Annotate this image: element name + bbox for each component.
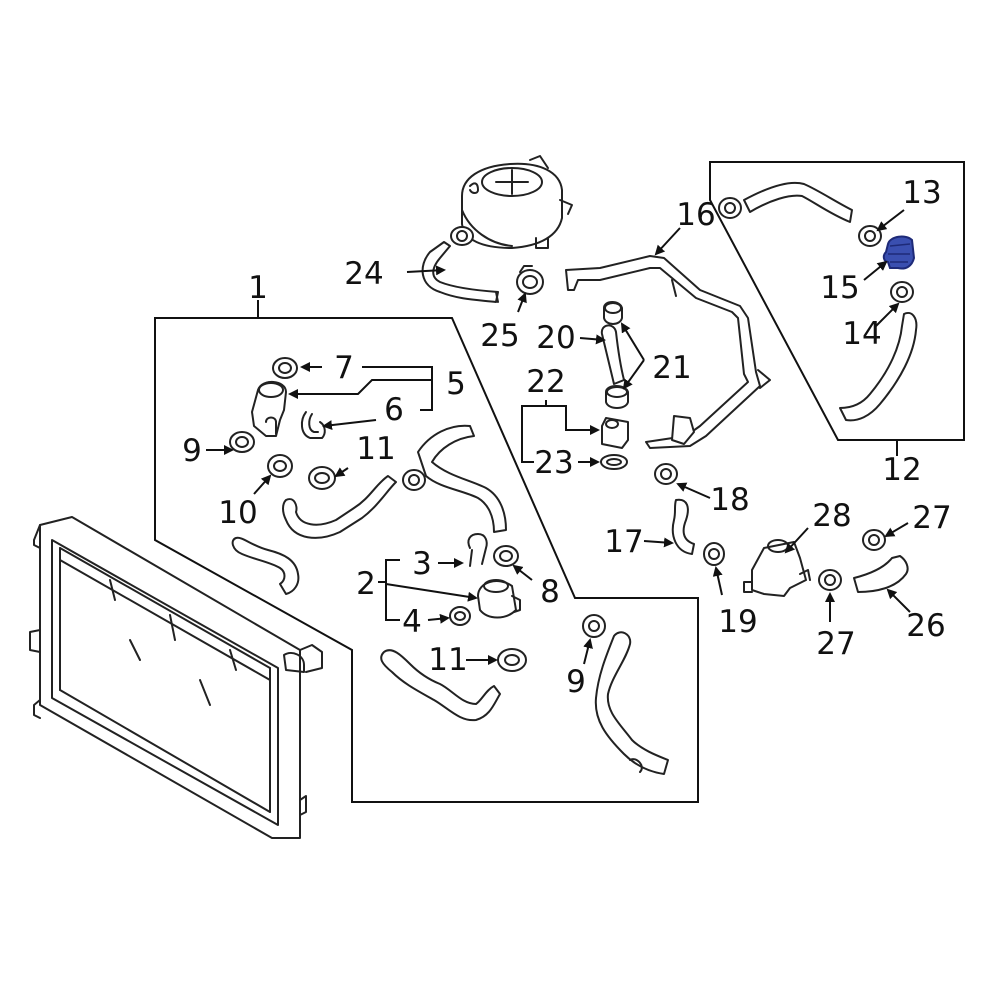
o-ring-4 [449, 606, 471, 626]
hose-26 [853, 555, 909, 593]
hose-right-box1 [417, 424, 507, 533]
hose-17 [671, 498, 695, 555]
callout-4: 4 [402, 604, 422, 640]
callout-16: 16 [676, 197, 715, 233]
callout-12: 12 [882, 452, 921, 488]
callout-18: 18 [710, 482, 749, 518]
hose-24 [421, 241, 499, 303]
hose-upper-12 [743, 181, 853, 223]
clamp-near-tank [450, 226, 474, 246]
connector-15-highlighted [882, 235, 916, 270]
callout-9-left: 9 [182, 433, 202, 469]
callout-1: 1 [248, 270, 268, 306]
callout-21: 21 [652, 350, 691, 386]
callout-3: 3 [412, 546, 432, 582]
callout-28: 28 [812, 498, 851, 534]
clamp-27-upper [862, 529, 886, 551]
callout-26: 26 [906, 608, 945, 644]
callout-17: 17 [604, 524, 643, 560]
callout-19: 19 [718, 604, 757, 640]
clamp-left-12 [718, 197, 742, 219]
callout-23: 23 [534, 445, 573, 481]
callout-11-upper: 11 [356, 431, 395, 467]
thermostat-28 [743, 539, 811, 597]
callout-27-lower: 27 [816, 626, 855, 662]
group-frame-12 [709, 161, 965, 441]
clamp-11-upper [308, 466, 336, 490]
leader-lines [206, 209, 911, 665]
clamp-18 [654, 463, 678, 485]
callout-15: 15 [820, 270, 859, 306]
clamp-10 [267, 454, 293, 478]
callout-labels: 1 2 3 4 5 6 7 8 9 9 10 11 11 12 13 14 15… [182, 175, 952, 700]
o-ring-7 [272, 357, 298, 379]
callout-10: 10 [218, 495, 257, 531]
fitting-22 [601, 417, 629, 449]
callout-20: 20 [536, 320, 575, 356]
pipe-16 [565, 255, 771, 449]
hose-box1-right [594, 631, 669, 775]
hose-lower-box1 [380, 649, 501, 722]
o-ring-23 [600, 454, 628, 470]
clamp-14 [890, 281, 914, 303]
callout-11-lower: 11 [428, 642, 467, 678]
radiator [29, 516, 323, 839]
clamp-25 [516, 265, 544, 295]
clamp-21-upper [603, 301, 623, 325]
callout-7: 7 [334, 350, 354, 386]
flange-5 [251, 381, 287, 437]
callout-22: 22 [526, 364, 565, 400]
clamp-27-lower [818, 569, 842, 591]
callout-25: 25 [480, 318, 519, 354]
callout-27-upper: 27 [912, 500, 951, 536]
hose-small-lower-left [231, 536, 300, 595]
group-frame-1 [154, 317, 699, 803]
hose-lower-12 [839, 312, 918, 422]
clamp-13 [858, 225, 882, 247]
flange-2 [477, 579, 521, 619]
hose-mid-box1 [282, 475, 397, 539]
clamp-box1-mid [402, 469, 426, 491]
callout-24: 24 [344, 256, 383, 292]
callout-14: 14 [842, 316, 881, 352]
hose-20 [600, 324, 625, 385]
clamp-9-upper [229, 431, 255, 453]
clamp-9-lower [582, 614, 606, 638]
callout-2: 2 [356, 566, 376, 602]
clamp-19 [703, 542, 725, 566]
clamp-8 [493, 545, 519, 567]
callout-6: 6 [384, 392, 404, 428]
callout-9-lower: 9 [566, 664, 586, 700]
clip-6 [300, 411, 326, 439]
clamp-11-lower [497, 648, 527, 672]
callout-13: 13 [902, 175, 941, 211]
callout-5: 5 [446, 366, 466, 402]
clamp-21-lower [605, 385, 629, 409]
expansion-tank [461, 155, 573, 249]
clip-3 [467, 533, 488, 567]
callout-8: 8 [540, 574, 560, 610]
